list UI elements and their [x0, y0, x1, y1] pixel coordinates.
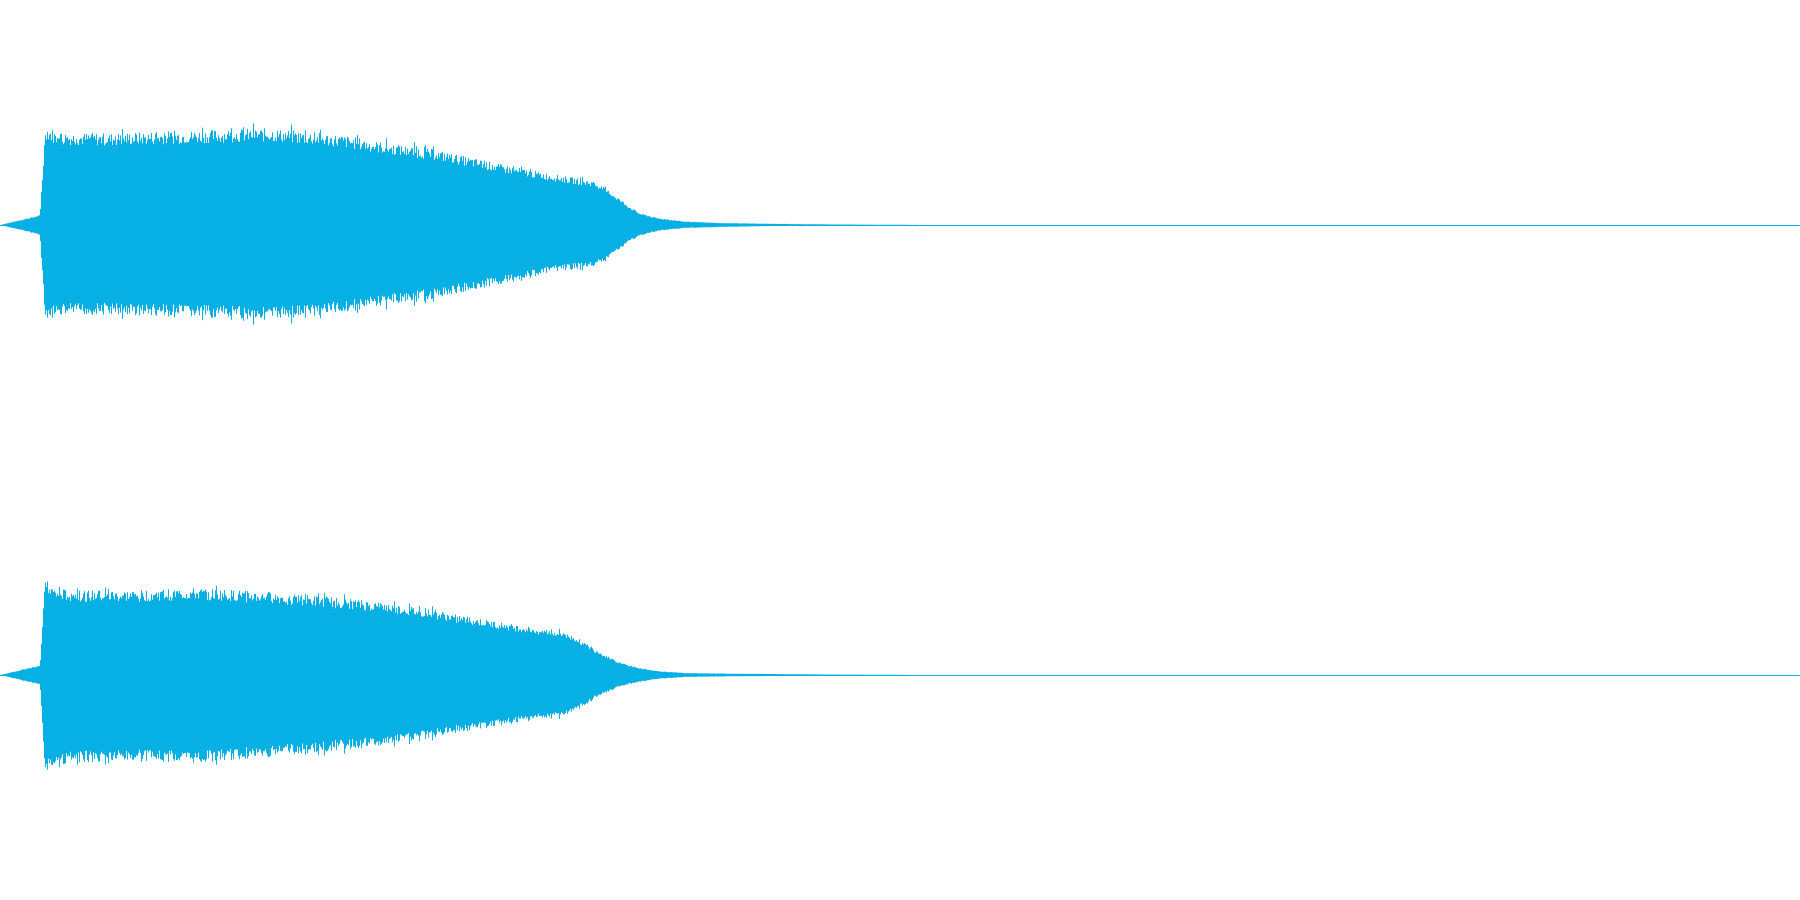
channel-2-waveform — [0, 581, 1800, 770]
channel-1-samples — [1, 123, 918, 325]
channel-2-samples — [1, 581, 907, 770]
channel-1-waveform — [0, 123, 1800, 325]
